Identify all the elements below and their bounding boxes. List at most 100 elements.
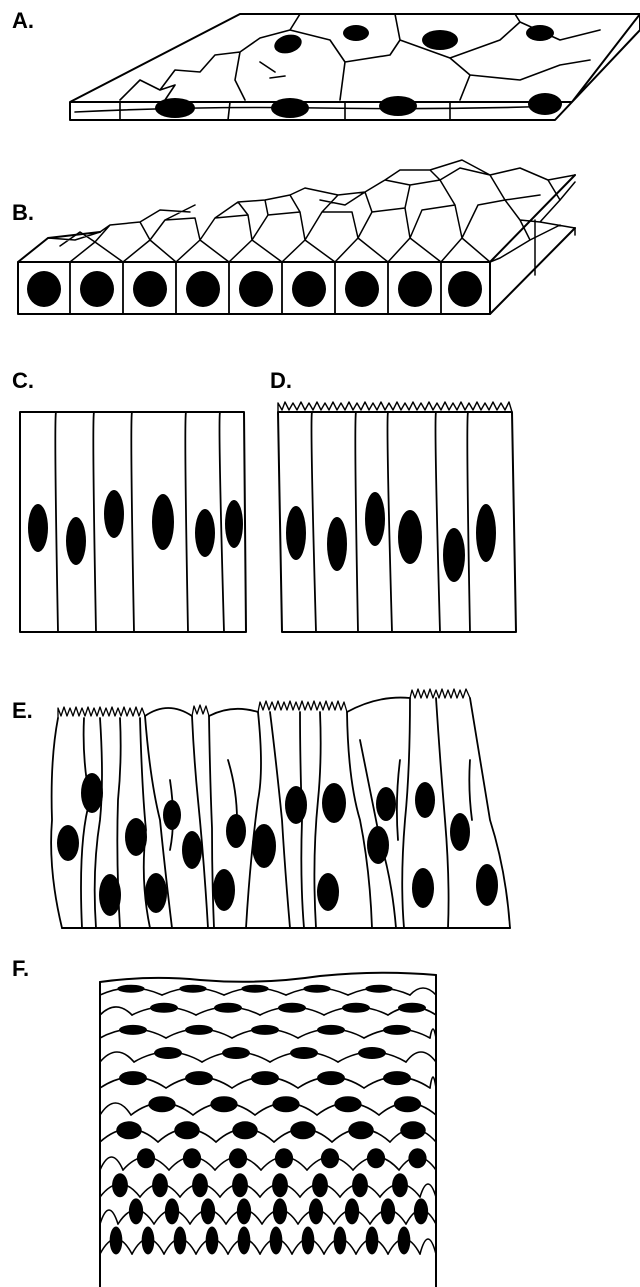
nucleus <box>392 1173 408 1197</box>
nucleus <box>398 510 422 564</box>
nucleus <box>251 1071 279 1085</box>
nucleus <box>312 1173 328 1197</box>
nucleus <box>383 1025 411 1035</box>
nucleus <box>213 869 235 911</box>
nucleus <box>133 271 167 307</box>
nucleus <box>352 1173 368 1197</box>
nucleus <box>57 825 79 861</box>
nucleus <box>142 1227 155 1255</box>
nucleus <box>125 818 147 856</box>
nucleus <box>400 1121 426 1139</box>
nucleus <box>163 800 181 830</box>
nucleus <box>116 1121 142 1139</box>
nucleus <box>232 1173 248 1197</box>
nucleus <box>528 93 562 115</box>
nucleus <box>408 1148 426 1168</box>
nucleus <box>526 25 554 41</box>
nucleus <box>241 985 268 993</box>
cell-outline <box>410 988 436 995</box>
panel-a-basement-wave <box>75 106 560 112</box>
nucleus <box>334 1227 347 1255</box>
nucleus <box>309 1198 323 1224</box>
nucleus <box>379 96 417 116</box>
nucleus <box>450 813 470 851</box>
nucleus <box>302 1227 315 1255</box>
nucleus <box>174 1121 200 1139</box>
nucleus <box>179 985 206 993</box>
nucleus <box>112 1173 128 1197</box>
panel-e-pseudostratified <box>51 689 510 928</box>
nucleus <box>137 1148 155 1168</box>
nucleus <box>104 490 124 538</box>
nucleus <box>206 1227 219 1255</box>
nucleus <box>394 1096 421 1112</box>
panel-b-hexagon-mosaic <box>48 160 575 262</box>
nucleus <box>398 1003 426 1013</box>
nucleus <box>317 873 339 911</box>
cell-outline <box>100 1210 118 1224</box>
nucleus <box>152 1173 168 1197</box>
nucleus <box>186 271 220 307</box>
nucleus <box>303 985 330 993</box>
nucleus <box>381 1198 395 1224</box>
nucleus <box>414 1198 428 1224</box>
nucleus <box>275 1148 293 1168</box>
nucleus <box>165 1198 179 1224</box>
panel-e-apical-domes <box>145 698 410 716</box>
nucleus <box>271 98 309 118</box>
nucleus <box>148 1096 175 1112</box>
nucleus <box>117 985 144 993</box>
nucleus <box>342 1003 370 1013</box>
nucleus <box>239 271 273 307</box>
nucleus <box>238 1227 251 1255</box>
nucleus <box>412 868 434 908</box>
nucleus <box>145 873 167 913</box>
nucleus <box>185 1071 213 1085</box>
nucleus <box>334 1096 361 1112</box>
nucleus <box>119 1025 147 1035</box>
cell-outline <box>420 1239 436 1254</box>
nucleus <box>272 32 304 57</box>
nucleus <box>154 1047 182 1059</box>
nucleus <box>367 1148 385 1168</box>
nucleus <box>327 517 347 571</box>
nucleus <box>222 1047 250 1059</box>
nucleus <box>398 1227 411 1255</box>
nucleus <box>214 1003 242 1013</box>
nucleus <box>317 1071 345 1085</box>
nucleus <box>99 874 121 916</box>
nucleus <box>182 831 202 869</box>
nucleus <box>80 271 114 307</box>
nucleus <box>129 1198 143 1224</box>
nucleus <box>192 1173 208 1197</box>
nucleus <box>358 1047 386 1059</box>
nucleus <box>476 864 498 906</box>
panel-c-simple-columnar <box>20 412 246 632</box>
nucleus <box>273 1198 287 1224</box>
nucleus <box>183 1148 201 1168</box>
nucleus <box>321 1148 339 1168</box>
nucleus <box>415 782 435 818</box>
nucleus <box>81 773 103 813</box>
nucleus <box>290 1121 316 1139</box>
panel-f-top-surface <box>100 973 436 982</box>
nucleus <box>343 25 369 41</box>
cell-outline <box>100 1103 131 1115</box>
nucleus <box>398 271 432 307</box>
nucleus <box>66 517 86 565</box>
nucleus <box>210 1096 237 1112</box>
nucleus <box>286 506 306 560</box>
nucleus <box>348 1121 374 1139</box>
nucleus <box>226 814 246 848</box>
nucleus <box>476 504 496 562</box>
nucleus <box>365 492 385 546</box>
nucleus <box>383 1071 411 1085</box>
panel-a-simple-squamous <box>70 14 640 120</box>
nucleus <box>272 1173 288 1197</box>
nucleus <box>152 494 174 550</box>
nucleus <box>150 1003 178 1013</box>
nucleus <box>366 1227 379 1255</box>
nucleus <box>201 1198 215 1224</box>
